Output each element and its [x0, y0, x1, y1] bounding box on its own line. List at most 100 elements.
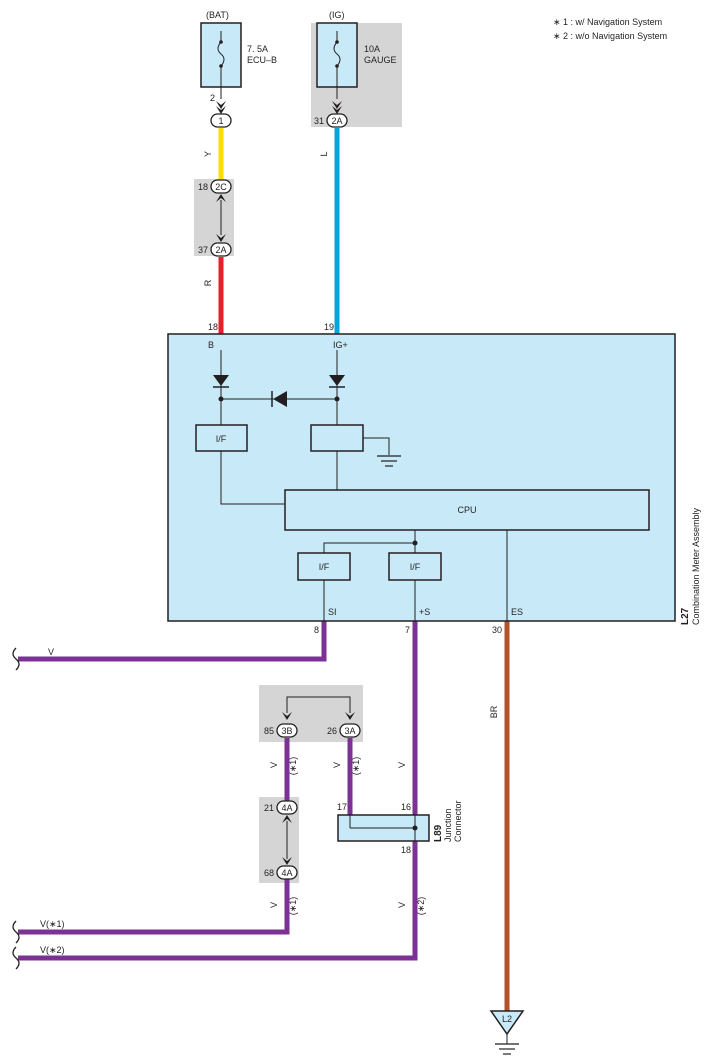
- connector-2c: [210, 179, 232, 194]
- wire-v-si: [18, 621, 327, 662]
- connector-2c-pin: 18: [198, 182, 208, 192]
- connector-2a-ig: [326, 113, 348, 128]
- meter-node-ig: [334, 396, 340, 402]
- connector-2a-bat-pin: 37: [198, 245, 208, 255]
- meter-if-si-label: I/F: [319, 562, 330, 572]
- meter-code: L27: [680, 607, 691, 625]
- meter-if-left-to-cpu: [220, 451, 285, 505]
- connector-4a-bot-label: 4A: [281, 868, 292, 878]
- junction-node: [412, 825, 418, 831]
- meter-term-si: SI: [328, 607, 337, 617]
- connector-3b: [276, 723, 298, 738]
- connector-2a-bat-label: 2A: [215, 245, 226, 255]
- connector-4a-top: [276, 800, 298, 815]
- ground-l2-triangle: [489, 1010, 525, 1036]
- wire-red-label: R: [203, 279, 213, 286]
- connector-3b-label: 3B: [281, 726, 292, 736]
- connector-2a-bat: [210, 242, 232, 257]
- meter-term-b: B: [208, 340, 214, 350]
- wire-v-4a-label: V: [269, 902, 279, 908]
- ground-l2-label: L2: [502, 1014, 512, 1024]
- bat-fuse-element: [217, 41, 225, 67]
- junction-code: L89: [433, 824, 444, 842]
- junction-name-2: Connector: [453, 800, 463, 842]
- meter-b-diode: [213, 375, 229, 386]
- meter-ig-diode: [329, 375, 345, 386]
- wire-v-3a-note: (∗1): [351, 757, 361, 776]
- connector-4a-bot-pin: 68: [264, 868, 274, 878]
- bat-fuse-pin: 2: [210, 93, 215, 103]
- junction-pin-18: 18: [401, 845, 411, 855]
- connector-3a-label: 3A: [344, 726, 355, 736]
- meter-regulator: [310, 424, 364, 452]
- meter-cpu: [284, 489, 650, 531]
- connector-3a: [339, 723, 361, 738]
- joint-3b-arrow: [282, 712, 292, 720]
- wire-v-3a-label: V: [332, 762, 342, 768]
- bat-fuse-rating: 7. 5A: [247, 44, 268, 54]
- joint-2a-arrow-down: [216, 234, 226, 242]
- meter-term-es: ES: [511, 607, 523, 617]
- wire-v-si-label: V: [48, 647, 54, 657]
- bat-source-label: (BAT): [206, 10, 229, 20]
- wire-yellow-label: Y: [203, 151, 213, 157]
- meter-node-to-si: [323, 542, 415, 553]
- bat-arrow-1: [216, 101, 226, 109]
- meter-if-s: [388, 552, 442, 581]
- note-2: ∗ 2 : w/o Navigation System: [553, 31, 667, 41]
- break-symbol-v2: [12, 946, 20, 970]
- wire-v-3b-label: V: [269, 762, 279, 768]
- wire-v-4a-note: (∗1): [288, 897, 298, 916]
- note-1: ∗ 1 : w/ Navigation System: [553, 17, 662, 27]
- wire-v-4a-out: [18, 879, 290, 935]
- meter-if-left-label: I/F: [216, 434, 227, 444]
- wire-brown-label: BR: [489, 705, 499, 718]
- break-symbol-si: [12, 647, 20, 671]
- joint-4a-arrow-up: [282, 815, 292, 823]
- meter-term-s: +S: [419, 607, 430, 617]
- ig-arrow-1: [332, 101, 342, 109]
- junction-name-1: Junction: [443, 808, 453, 842]
- junction-pin-16: 16: [401, 802, 411, 812]
- connector-4a-bot: [276, 865, 298, 880]
- meter-name: Combination Meter Assembly: [691, 507, 701, 625]
- connector-2c-label: 2C: [215, 182, 227, 192]
- bat-fuse-name: ECU–B: [247, 55, 277, 65]
- meter-node-b: [218, 396, 224, 402]
- ig-fuse-rating: 10A: [364, 44, 380, 54]
- meter-pin-ig: 19: [324, 322, 334, 332]
- wire-v-3b-note: (∗1): [288, 757, 298, 776]
- junction-pin-17: 17: [337, 802, 347, 812]
- joint-2c-arrow-up: [216, 194, 226, 202]
- meter-cpu-label: CPU: [457, 505, 476, 515]
- wire-v-jc-out: [18, 841, 418, 961]
- ig-source-label: (IG): [329, 10, 345, 20]
- joint-3a-arrow: [345, 712, 355, 720]
- connector-2a-ig-label: 2A: [331, 116, 342, 126]
- connector-3a-pin: 26: [327, 726, 337, 736]
- meter-if-s-label: I/F: [410, 562, 421, 572]
- meter-pin-b: 18: [208, 322, 218, 332]
- meter-term-ig: IG+: [333, 340, 348, 350]
- connector-4a-top-label: 4A: [281, 803, 292, 813]
- output-v2-label: V(∗2): [40, 945, 65, 955]
- joint-3b-3a-line: [286, 696, 351, 713]
- meter-node-speed: [412, 540, 418, 546]
- output-v1-label: V(∗1): [40, 919, 65, 929]
- connector-1: [210, 113, 232, 128]
- meter-regulator-ground-line: [363, 437, 390, 455]
- connector-3b-pin: 85: [264, 726, 274, 736]
- meter-pin-es: 30: [492, 625, 502, 635]
- wire-v-plus-s-label: V: [397, 762, 407, 768]
- connector-2a-ig-pin: 31: [314, 116, 324, 126]
- meter-cross-diode: [273, 391, 287, 407]
- meter-pin-s: 7: [405, 625, 410, 635]
- wire-v-jc-label: V: [397, 902, 407, 908]
- joint-4a-arrow-down: [282, 857, 292, 865]
- connector-4a-top-pin: 21: [264, 803, 274, 813]
- ig-fuse-element: [333, 41, 341, 67]
- break-symbol-v1: [12, 920, 20, 944]
- meter-if-si: [297, 552, 351, 581]
- meter-pin-si: 8: [314, 625, 319, 635]
